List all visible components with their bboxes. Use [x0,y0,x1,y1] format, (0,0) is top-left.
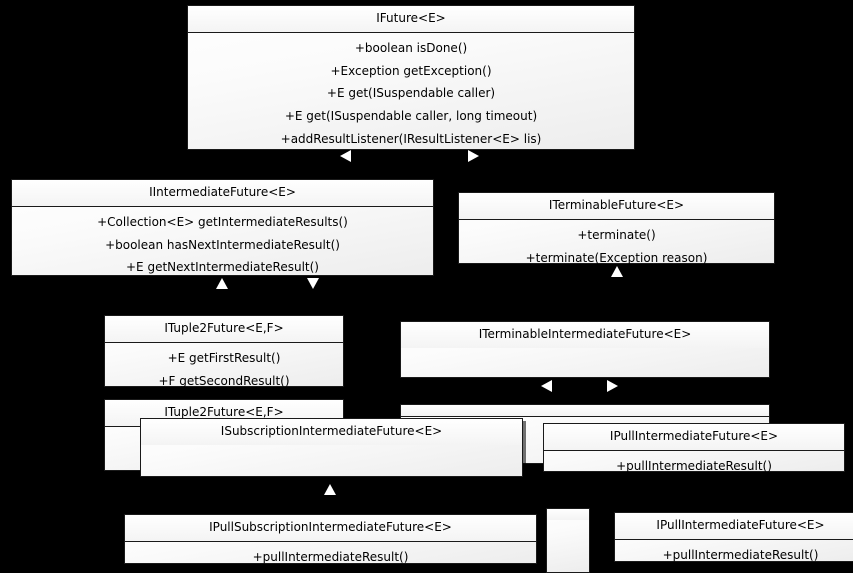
class-member: +boolean hasNextIntermediateResult() [105,237,340,252]
class-name: IPullIntermediateFuture<E> [615,513,853,540]
generalization-arrow-ifuture-right [468,150,479,162]
generalization-arrow-tif-left [541,380,552,392]
generalization-arrow-terminable-up [611,266,623,277]
uml-class-ipullsubscriptionintermediatefuture[interactable]: IPullSubscriptionIntermediateFuture<E> +p… [124,514,537,564]
generalization-arrow-subscription-up [324,484,336,495]
uml-class-ipullintermediatefuture-a[interactable]: IPullIntermediateFuture<E> +pullIntermedi… [543,423,845,473]
generalization-arrow-tif-right [607,380,618,392]
class-name: IIntermediateFuture<E> [12,180,433,207]
class-member: +Exception getException() [330,63,492,78]
generalization-arrow-intermediate-down [307,278,319,289]
uml-class-iintermediatefuture[interactable]: IIntermediateFuture<E> +Collection<E> get… [11,179,434,276]
uml-class-ifuture[interactable]: IFuture<E> +boolean isDone() +Exception ge… [187,5,635,150]
class-member: +pullIntermediateResult() [662,548,819,562]
class-member: +pullIntermediateResult() [252,550,409,564]
uml-class-ipullintermediatefuture-b[interactable]: IPullIntermediateFuture<E> +pullIntermedi… [614,512,853,562]
uml-class-hidden-bottom-right[interactable] [546,508,590,573]
class-member: +pullIntermediateResult() [616,459,772,473]
class-name [547,509,589,520]
class-name: IPullIntermediateFuture<E> [544,424,844,451]
uml-class-iterminableintermediatefuture[interactable]: ITerminableIntermediateFuture<E> [400,321,770,378]
uml-class-iterminablefuture[interactable]: ITerminableFuture<E> +terminate() +termina… [458,192,775,265]
uml-class-isubscriptionintermediatefuture[interactable]: ISubscriptionIntermediateFuture<E> [140,418,523,477]
class-members: +terminate() +terminate(Exception reason) [459,220,774,275]
class-members: +boolean isDone() +Exception getException… [188,33,634,156]
class-name [401,405,769,417]
class-members: +pullIntermediateResult() [615,540,853,573]
class-name: ITerminableFuture<E> [459,193,774,220]
class-name: ITuple2Future<E,F> [105,316,343,343]
class-members: +pullIntermediateResult() [125,542,536,573]
uml-class-ituple2future-a[interactable]: ITuple2Future<E,F> +E getFirstResult() +F … [104,315,344,388]
class-members: +pullIntermediateResult() [544,451,844,484]
class-member: +E getNextIntermediateResult() [126,260,319,275]
class-member: +Collection<E> getIntermediateResults() [97,215,348,229]
class-member: +E get(ISuspendable caller) [326,86,496,101]
class-member: +terminate() [577,228,656,242]
class-member: +E getFirstResult() [167,351,281,365]
class-name: ITerminableIntermediateFuture<E> [401,322,769,348]
class-name: ISubscriptionIntermediateFuture<E> [141,419,522,445]
generalization-arrow-intermediate-up [216,278,228,289]
class-member: +boolean isDone() [354,41,468,55]
class-name: IPullSubscriptionIntermediateFuture<E> [125,515,536,542]
class-member: +addResultListener(IResultListener<E> li… [280,131,542,146]
generalization-arrow-ifuture-left [340,150,351,162]
class-members: +Collection<E> getIntermediateResults() +… [12,207,433,285]
class-members: +E getFirstResult() +F getSecondResult() [105,343,343,398]
class-name: IFuture<E> [188,6,634,33]
class-member: +F getSecondResult() [158,373,290,388]
class-member: +E get(ISuspendable caller, long timeout… [284,108,538,123]
class-member: +terminate(Exception reason) [525,250,708,265]
